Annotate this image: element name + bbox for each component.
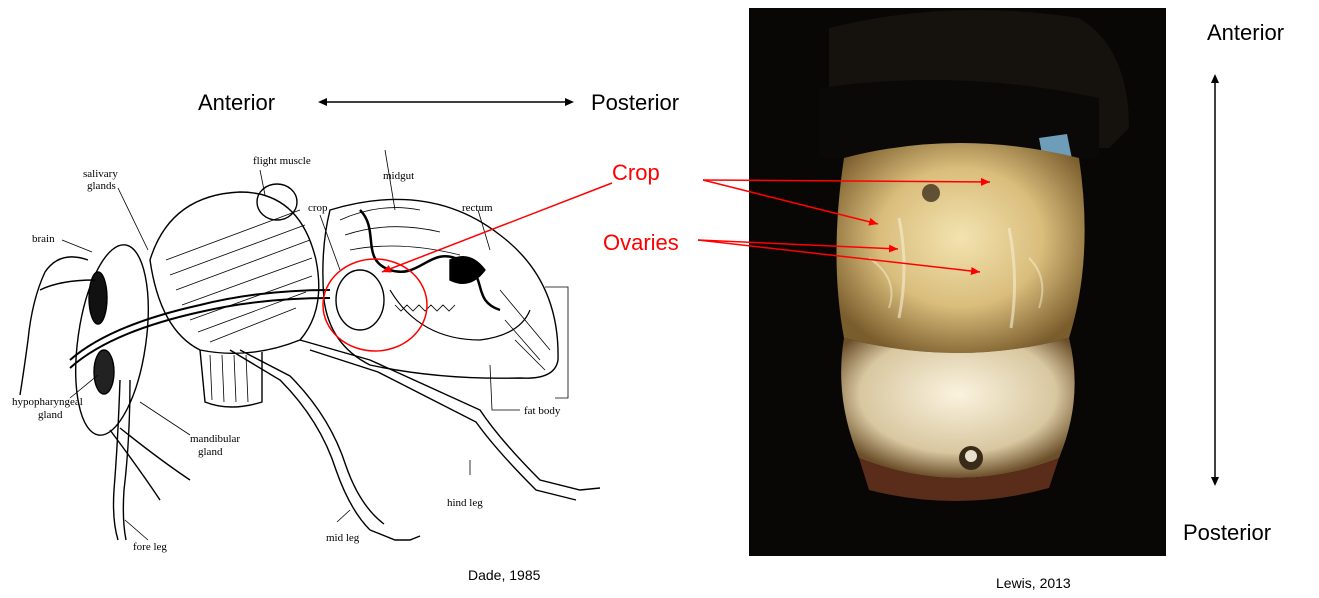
crop-arrow-diagram	[382, 183, 612, 272]
diagram-caption: Dade, 1985	[468, 567, 540, 583]
crop-callout-label: Crop	[612, 160, 660, 186]
ovaries-arrow-2	[698, 240, 980, 272]
photo-caption: Lewis, 2013	[996, 575, 1071, 591]
ovaries-arrow-1	[698, 240, 898, 249]
crop-arrow-photo-1	[703, 180, 990, 182]
crop-highlight-circle	[323, 259, 427, 351]
ovaries-callout-label: Ovaries	[603, 230, 679, 256]
crop-arrow-photo-2	[703, 180, 878, 224]
